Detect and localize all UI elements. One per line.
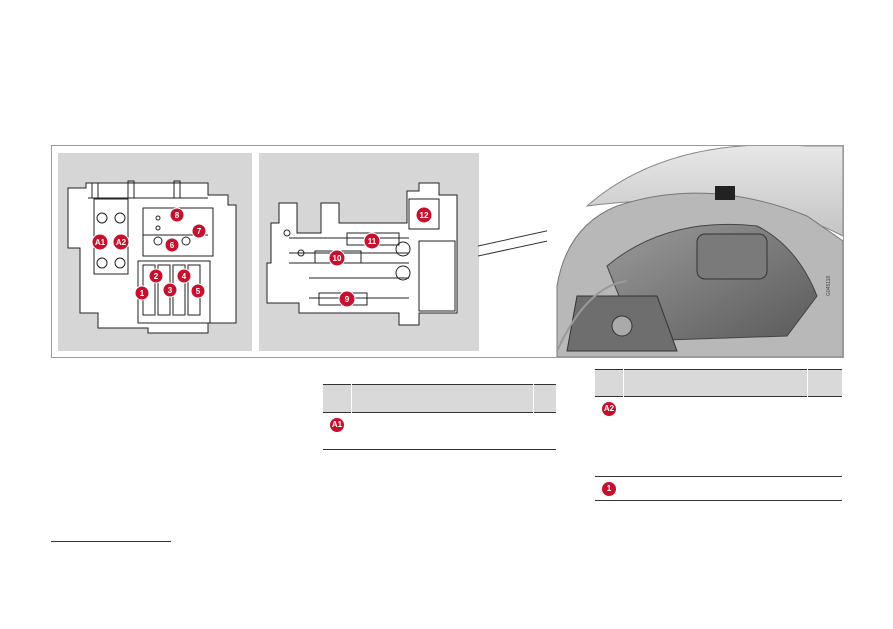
fuse-box-figure: A1 A2 1 2 3 4 5 6 7 8 (51, 145, 844, 358)
callout-label-3: 3 (168, 286, 173, 295)
header-cell-position (595, 370, 624, 397)
ampere-cell (533, 412, 556, 450)
callout-label-6: 6 (170, 241, 175, 250)
callout-1 (134, 285, 150, 301)
callout-label-12: 12 (420, 211, 429, 220)
footnote-divider (51, 541, 171, 542)
ampere-cell (807, 396, 842, 477)
callout-12 (415, 206, 433, 224)
callout-badge: 1 (602, 482, 616, 496)
ampere-cell (807, 476, 842, 501)
position-cell: 1 (595, 476, 624, 501)
callout-11 (363, 232, 381, 250)
callout-8 (169, 207, 185, 223)
callout-badge: A2 (602, 402, 616, 416)
table-row: 1 (595, 476, 842, 501)
header-cell-ampere (533, 384, 556, 413)
callout-label-A2: A2 (116, 238, 127, 247)
callout-label-2: 2 (154, 272, 159, 281)
callout-2 (148, 268, 164, 284)
callout-9 (338, 290, 356, 308)
callout-label-1: 1 (140, 289, 145, 298)
callout-10 (328, 249, 346, 267)
engine-bay-photo (547, 146, 843, 357)
callout-label-10: 10 (333, 254, 342, 263)
callout-3 (162, 282, 178, 298)
header-cell-function (351, 384, 534, 413)
reference-table-left: A1 (323, 384, 556, 450)
callout-label-11: 11 (368, 237, 377, 246)
fuse-box-left-panel: A1 A2 1 2 3 4 5 6 7 8 (58, 153, 252, 351)
fuse-box-middle-panel: 9 10 11 12 (259, 153, 479, 351)
header-cell-ampere (807, 369, 842, 397)
function-cell (623, 476, 808, 501)
table-header-row (595, 369, 842, 397)
callout-A2 (112, 233, 130, 251)
callout-label-9: 9 (345, 295, 350, 304)
position-cell: A1 (323, 412, 352, 450)
table-row: A2 (595, 396, 842, 477)
callout-6 (164, 237, 180, 253)
figure-code: G045118 (826, 275, 832, 296)
header-cell-position (323, 385, 352, 413)
callout-label-7: 7 (197, 227, 202, 236)
position-cell: A2 (595, 396, 624, 477)
callout-4 (176, 268, 192, 284)
function-cell (351, 412, 534, 450)
table-header-row (323, 384, 556, 413)
callout-label-A1: A1 (95, 238, 106, 247)
callout-badge: A1 (330, 418, 344, 432)
callout-7 (191, 223, 207, 239)
callout-label-5: 5 (196, 287, 201, 296)
reference-table-right: A2 1 (595, 369, 842, 501)
function-cell (623, 396, 808, 477)
callout-label-8: 8 (175, 211, 180, 220)
header-cell-function (623, 369, 808, 397)
table-row: A1 (323, 412, 556, 450)
callout-label-4: 4 (182, 272, 187, 281)
callout-A1 (91, 233, 109, 251)
callout-5 (190, 283, 206, 299)
